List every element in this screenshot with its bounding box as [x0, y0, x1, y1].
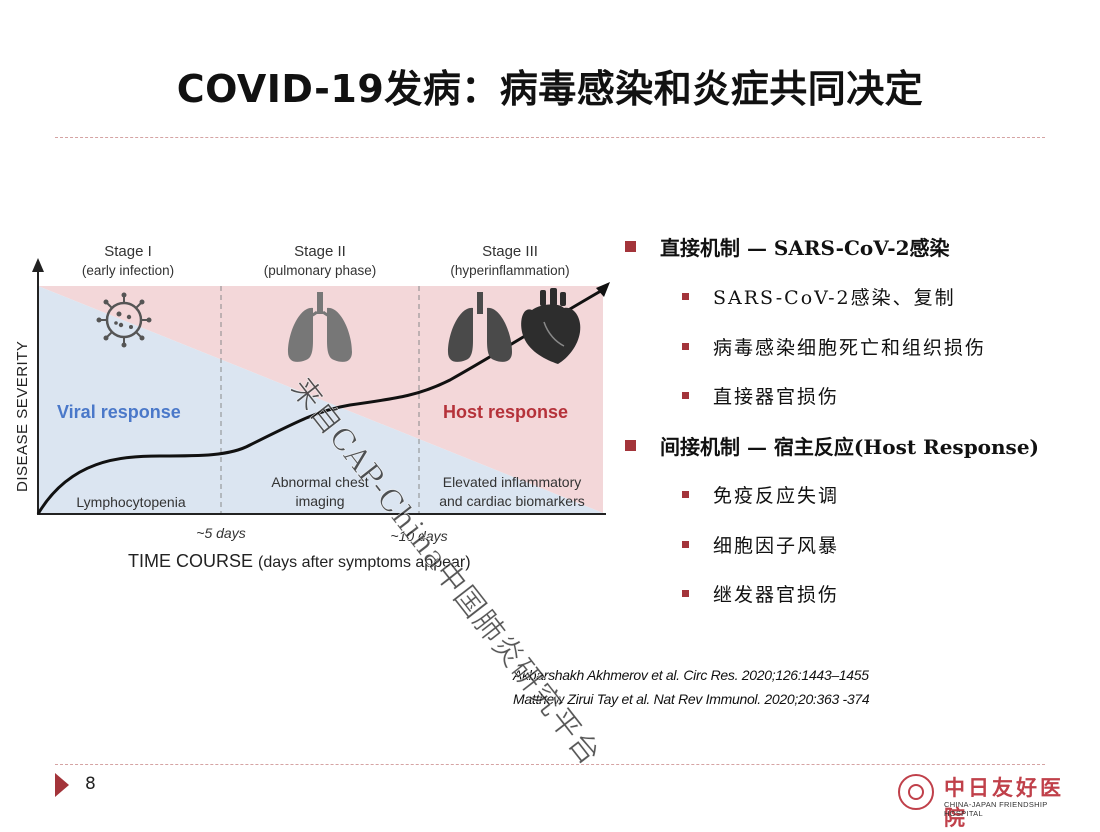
top-divider: [55, 137, 1045, 138]
hospital-name-cn: 中日友好医院: [944, 775, 1064, 830]
slide-title: COVID-19发病：病毒感染和炎症共同决定: [176, 67, 924, 111]
bullet-square-icon: [682, 491, 689, 498]
x-axis-label: TIME COURSE (days after symptoms appear): [128, 551, 471, 571]
heart-icon: [521, 288, 581, 364]
stage1-desc: (early infection): [82, 263, 174, 278]
page-arrow-icon: [55, 773, 69, 797]
y-axis-arrow: [32, 258, 44, 272]
bullet-square-icon: [682, 343, 689, 350]
list-item-text: SARS-CoV-2感染、复制: [713, 287, 956, 309]
list-item-text: 病毒感染细胞死亡和组织损伤: [713, 337, 987, 359]
stage1-name: Stage I: [104, 243, 152, 260]
bullet-square-icon: [625, 241, 636, 252]
stage2-desc: (pulmonary phase): [264, 263, 377, 278]
stage2-marker-label-2: imaging: [295, 493, 344, 509]
curve-arrow: [596, 282, 610, 297]
bullet-square-icon: [682, 293, 689, 300]
x-axis-label-main: TIME COURSE: [128, 551, 253, 571]
time-mark-10-days: ~10 days: [390, 528, 447, 544]
bullet-square-icon: [682, 590, 689, 597]
time-mark-5-days: ~5 days: [196, 525, 245, 541]
list-item: 继发器官损伤: [682, 580, 839, 607]
viral-response-label: Viral response: [57, 402, 181, 422]
x-axis-label-sub: (days after symptoms appear): [258, 554, 471, 571]
bullet-square-icon: [682, 392, 689, 399]
hospital-logo: 中日友好医院 CHINA-JAPAN FRIENDSHIP HOSPITAL: [898, 772, 1068, 830]
list-item: 直接器官损伤: [682, 382, 839, 409]
hospital-name-en: CHINA-JAPAN FRIENDSHIP HOSPITAL: [944, 800, 1048, 818]
direct-mechanism-heading: 直接机制 — SARS-CoV-2感染: [625, 232, 950, 261]
reference-1: Akbarshakh Akhmerov et al. Circ Res. 202…: [513, 667, 869, 683]
page-number: 8: [85, 774, 96, 794]
virus-icon: [96, 292, 152, 348]
list-item-text: 免疫反应失调: [713, 485, 840, 507]
list-item-text: 细胞因子风暴: [713, 535, 840, 557]
stage3-name: Stage III: [482, 243, 538, 260]
bullet-square-icon: [625, 440, 636, 451]
direct-mechanism-text: 直接机制 — SARS-CoV-2感染: [660, 236, 950, 260]
bullet-square-icon: [682, 541, 689, 548]
disease-course-diagram: Stage I (early infection) Stage II (pulm…: [14, 243, 610, 571]
lungs-icon: [288, 292, 352, 362]
disease-course-figure: Stage I (early infection) Stage II (pulm…: [10, 230, 610, 590]
indirect-mechanism-text: 间接机制 — 宿主反应(Host Response): [660, 435, 1040, 459]
stage2-marker-label-1: Abnormal chest: [271, 474, 368, 490]
severity-curve: [36, 286, 607, 515]
stage1-marker-label: Lymphocytopenia: [76, 494, 185, 510]
list-item: 细胞因子风暴: [682, 531, 839, 558]
list-item: 免疫反应失调: [682, 481, 839, 508]
reference-2: Matthew Zirui Tay et al. Nat Rev Immunol…: [513, 691, 870, 707]
references: Akbarshakh Akhmerov et al. Circ Res. 202…: [513, 663, 870, 711]
host-response-label: Host response: [443, 402, 568, 422]
hospital-seal-icon: [898, 774, 934, 810]
list-item-text: 继发器官损伤: [713, 584, 840, 606]
bottom-divider: [55, 764, 1045, 765]
list-item: SARS-CoV-2感染、复制: [682, 283, 956, 310]
stage3-desc: (hyperinflammation): [450, 263, 569, 278]
stage3-marker-label-1: Elevated inflammatory: [443, 474, 582, 490]
list-item: 病毒感染细胞死亡和组织损伤: [682, 333, 986, 360]
indirect-mechanism-heading: 间接机制 — 宿主反应(Host Response): [625, 431, 1039, 460]
stage2-name: Stage II: [294, 243, 346, 260]
stage3-marker-label-2: and cardiac biomarkers: [439, 493, 585, 509]
lungs-icon: [448, 292, 512, 362]
list-item-text: 直接器官损伤: [713, 386, 840, 408]
y-axis-label: DISEASE SEVERITY: [14, 341, 31, 492]
